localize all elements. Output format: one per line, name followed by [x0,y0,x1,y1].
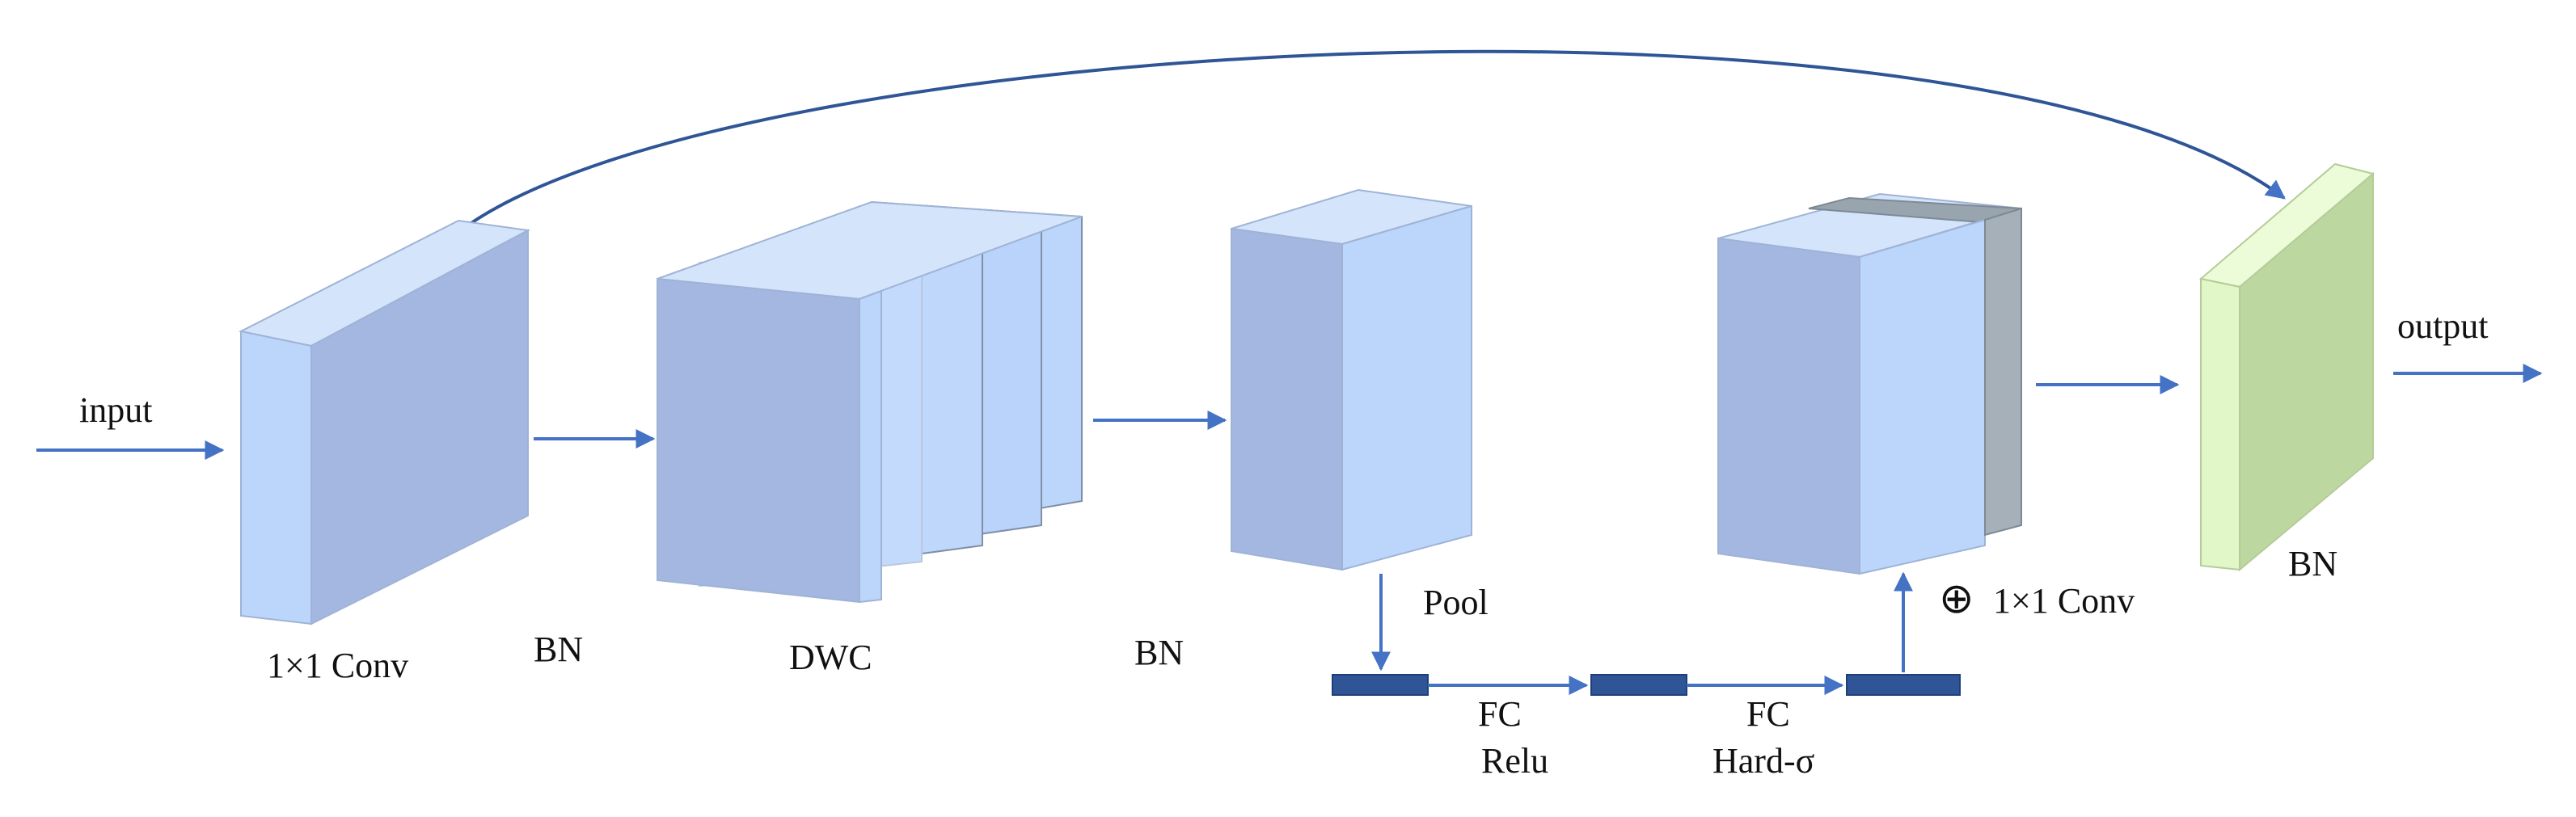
dwc-label: DWC [789,638,872,677]
conv2-label: 1×1 Conv [1993,581,2135,621]
fc-bar-3 [1846,674,1961,696]
relu-label: Relu [1481,741,1548,781]
conv1-block [239,219,531,625]
bn-block [2198,162,2375,572]
scaled-block-side [1859,218,1986,575]
fc-bar-1 [1332,674,1429,696]
bn1-label: BN [534,630,583,669]
add-symbol: ⊕ [1939,575,1974,623]
bn-block-front [2200,277,2240,571]
gray-layer-side [1984,207,2022,537]
hard-sigma-label: Hard-σ [1712,741,1815,781]
conv1-front [240,330,312,625]
dwc-side [859,289,882,604]
dwc-front [657,277,860,604]
dwc-block [657,200,1083,604]
scaled-block-front [1717,237,1860,575]
scaled-block [1717,192,2022,575]
skip-connection-arrow [459,49,2286,232]
feature-block [1231,188,1472,571]
input-label: input [79,390,152,430]
feature-block-front [1231,227,1343,571]
fc1-label: FC [1478,694,1522,734]
conv1-side [310,229,529,625]
output-label: output [2397,306,2488,346]
bn2-label: BN [1134,633,1184,672]
bn3-label: BN [2288,544,2337,583]
bn-block-side [2239,171,2374,572]
fc2-label: FC [1746,694,1790,734]
conv1-label: 1×1 Conv [267,646,408,685]
pool-label: Pool [1423,583,1489,622]
feature-block-side [1341,204,1472,571]
fc-bar-2 [1590,674,1687,696]
